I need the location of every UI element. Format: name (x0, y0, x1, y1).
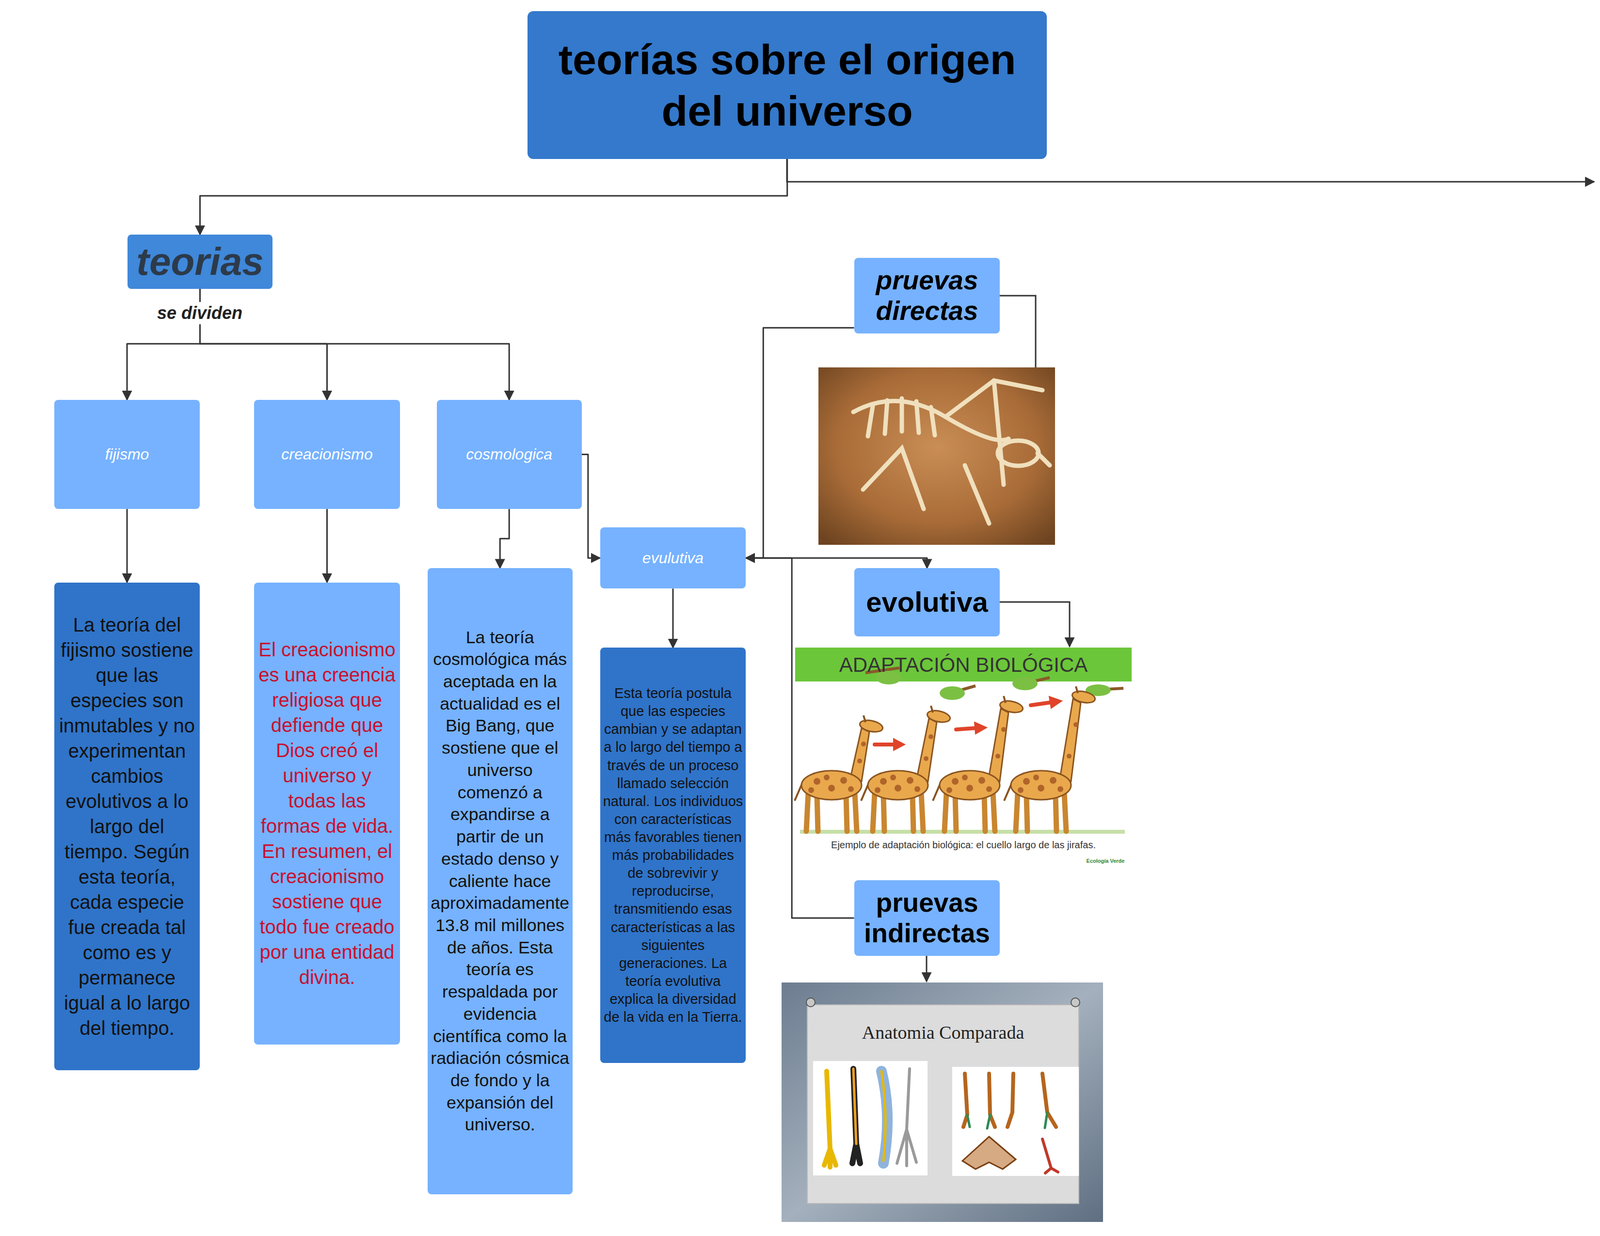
theory-box: evulutiva (600, 527, 747, 589)
node-text: El creacionismo es una creencia religios… (256, 637, 398, 991)
node-text: creacionismo (257, 445, 397, 464)
fossil-photo (818, 367, 1056, 545)
evidence-box: pruevas directas (854, 257, 1001, 334)
connector-arrow (499, 509, 510, 569)
theory-box: cosmologica (436, 400, 582, 510)
connector-arrow (745, 327, 854, 559)
leader-lines (786, 159, 1595, 982)
theory-box: fijismo (54, 400, 201, 510)
figure-panel (952, 1067, 1079, 1177)
banner-title: ADAPTACIÓN BIOLÓGICA (836, 652, 1091, 678)
title-banner (795, 647, 1132, 682)
evidence-box: evolutiva (854, 568, 1001, 637)
connector-arrow (672, 588, 674, 648)
node-text: evolutiva (858, 586, 997, 619)
theory-box: creacionismo (254, 400, 400, 510)
evidence-box: pruevas indirectas (854, 880, 1001, 957)
fossil-bones (853, 380, 1050, 524)
node-text: fijismo (58, 445, 197, 464)
node-text: pruevas directas (858, 265, 997, 327)
connector-arrow (745, 558, 928, 569)
watermark: Ecología Verde (1083, 857, 1128, 865)
picture-caption: Ejemplo de adaptación biológica: el cuel… (828, 838, 1099, 852)
node-text: pruevas indirectas (858, 887, 997, 950)
connector-arrow (745, 558, 854, 919)
description-box: Esta teoría postula que las especies cam… (600, 647, 747, 1064)
pin (1071, 998, 1080, 1008)
node-text: teorias (131, 240, 269, 284)
leader-line (999, 295, 1036, 368)
node-text: cosmologica (440, 445, 578, 464)
picture-ground (795, 647, 1132, 867)
red-arrows (874, 696, 1062, 751)
description-box: La teoría cosmológica más aceptada en la… (427, 568, 573, 1195)
figure-panel (813, 1061, 928, 1176)
giraffe-illustration (794, 647, 1132, 867)
paper-sheet (807, 1005, 1079, 1204)
node-text: teorías sobre el origen del universo (534, 33, 1040, 137)
node-text: La teoría del fijismo sostiene que las e… (57, 612, 198, 1041)
connector-arrow (126, 509, 128, 583)
connector-arrow (581, 454, 601, 559)
description-box: La teoría del fijismo sostiene que las e… (54, 582, 201, 1071)
giraffe (861, 686, 976, 832)
description-box: El creacionismo es una creencia religios… (254, 582, 400, 1045)
connector-arrow (199, 288, 510, 400)
pin (806, 998, 816, 1008)
picture-title: Anatomia Comparada (859, 1021, 1028, 1045)
node-text: La teoría cosmológica más aceptada en la… (430, 626, 570, 1137)
picture-ground (781, 982, 1104, 1223)
category-box: teorias (127, 234, 273, 289)
anatomy-illustration (781, 982, 1104, 1223)
title-box: teorías sobre el origen del universo (527, 11, 1047, 160)
leader-line (786, 159, 1595, 182)
connector-arrow (326, 509, 328, 583)
connector-label: se dividen (154, 302, 246, 325)
connector-arrow (199, 159, 787, 235)
giraffe (1004, 684, 1124, 832)
node-text: Esta teoría postula que las especies cam… (603, 684, 744, 1027)
limb-bones (824, 1069, 1058, 1174)
giraffe (932, 676, 1050, 832)
leader-line (926, 956, 928, 982)
fossil-ground (818, 367, 1056, 545)
node-text: evulutiva (604, 548, 743, 568)
leader-line (999, 602, 1070, 647)
